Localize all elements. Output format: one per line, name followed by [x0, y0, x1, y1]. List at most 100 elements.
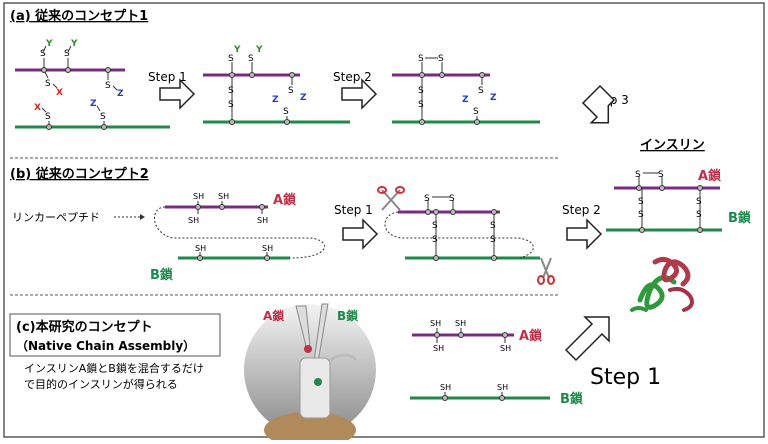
product-structure: S S S S S S [606, 170, 722, 233]
a-step3-arrow [581, 84, 616, 124]
linker-label: リンカーペプチド [12, 211, 100, 224]
a-step1-arrow [159, 78, 196, 110]
sulfur-label: S [638, 197, 644, 207]
sulfur-label: S [64, 49, 70, 59]
cysteine-node [697, 185, 703, 191]
cysteine-node [433, 255, 439, 261]
sh-label: SH [440, 383, 451, 392]
section-b-header: (b) 従来のコンセプト2 [10, 166, 149, 182]
cysteine-node [491, 255, 497, 261]
sh-label: SH [188, 216, 199, 225]
section-a-header: (a) 従来のコンセプト1 [10, 8, 148, 24]
linker-peptide [384, 211, 534, 259]
sulfur-label: S [478, 86, 484, 96]
c-step1-arrow [564, 316, 610, 362]
cysteine-node [425, 209, 431, 215]
a-step2-label: Step 2 [333, 70, 372, 84]
a-step1-structure: S Y S Y S S S Z Z S [203, 45, 350, 125]
cysteine-node [219, 204, 225, 210]
outer-frame [3, 2, 765, 438]
sulfur-label: S [418, 54, 424, 64]
sulfur-label: S [696, 197, 702, 207]
sulfur-label: S [424, 194, 430, 204]
cysteine-node [636, 185, 642, 191]
section-c-header-box [9, 313, 221, 357]
a-separated-chains: S Y S X S Y S Z X S Z S [15, 39, 170, 130]
sulfur-label: S [432, 235, 438, 245]
sulfur-label: S [40, 49, 46, 59]
cysteine-node [105, 67, 111, 73]
b-step2-arrow [566, 218, 603, 250]
section-c-description-line1: インスリンA鎖とB鎖を混合するだけ [24, 361, 204, 375]
sulfur-label: S [658, 170, 664, 180]
sulfur-label: S [438, 54, 444, 64]
scissors-icon [537, 257, 555, 285]
section-c-description-line2: で目的のインスリンが得られる [24, 377, 178, 391]
b-chain-b-label: B鎖 [150, 267, 174, 283]
cysteine-node [229, 119, 235, 125]
cysteine-node [433, 209, 439, 215]
b-initial-structure: SH SH SH SH SH SH [154, 192, 326, 261]
section-c-header-line1: (c)本研究のコンセプト [16, 319, 153, 335]
sh-label: SH [195, 244, 206, 253]
c-step1-label: Step 1 [590, 365, 661, 390]
z-label: Z [90, 99, 97, 109]
cysteine-node [41, 67, 47, 73]
scissors-icon [377, 186, 405, 211]
chain-b-droplet [314, 378, 322, 386]
b-step1-structure: S S S S S S [384, 194, 540, 261]
sulfur-label: S [228, 100, 234, 110]
cysteine-node [46, 124, 52, 130]
cysteine-node [439, 72, 445, 78]
cysteine-node [229, 72, 235, 78]
a-step2-structure: S S S S S Z Z S [392, 54, 540, 125]
y-label: Y [255, 45, 263, 55]
sulfur-label: S [283, 107, 289, 117]
cysteine-node [419, 119, 425, 125]
product-title: インスリン [640, 138, 705, 153]
cysteine-node [197, 255, 203, 261]
cysteine-node [101, 124, 107, 130]
sh-label: SH [218, 192, 229, 201]
cysteine-node [259, 204, 265, 210]
z-label: Z [490, 93, 497, 103]
cysteine-node [264, 255, 270, 261]
cysteine-node [419, 72, 425, 78]
c-separated-chains: SH SH SH SH SH SH [410, 319, 550, 401]
cysteine-node [65, 67, 71, 73]
sulfur-label: S [228, 54, 234, 64]
sulfur-label: S [248, 54, 254, 64]
a-step2-arrow [341, 78, 378, 110]
sulfur-label: S [490, 235, 496, 245]
cysteine-node [249, 72, 255, 78]
a-step1-label: Step 1 [148, 70, 187, 84]
sulfur-label: S [288, 86, 294, 96]
product-chain-a-label: A鎖 [698, 168, 722, 184]
insulin-ribbon-structure [630, 256, 694, 312]
mixing-photo [244, 303, 376, 444]
sh-label: SH [193, 192, 204, 201]
sulfur-label: S [473, 107, 479, 117]
sh-label: SH [262, 244, 273, 253]
cysteine-node [639, 227, 645, 233]
x-label: X [56, 88, 63, 98]
sulfur-label: S [449, 194, 455, 204]
cysteine-node [491, 209, 497, 215]
z-label: Z [300, 93, 307, 103]
cysteine-node [434, 332, 440, 338]
sh-label: SH [497, 383, 508, 392]
sh-label: SH [455, 319, 466, 328]
sulfur-label: S [45, 79, 51, 89]
b-step2-label: Step 2 [562, 203, 601, 217]
cysteine-node [458, 332, 464, 338]
b-chain-a-label: A鎖 [273, 192, 297, 208]
tube [299, 357, 331, 419]
cysteine-node [659, 185, 665, 191]
y-label: Y [233, 45, 241, 55]
c-chain-a-label: A鎖 [519, 328, 543, 344]
cysteine-node [697, 227, 703, 233]
photo-chain-a-label: A鎖 [263, 308, 285, 323]
sh-label: SH [500, 344, 511, 353]
